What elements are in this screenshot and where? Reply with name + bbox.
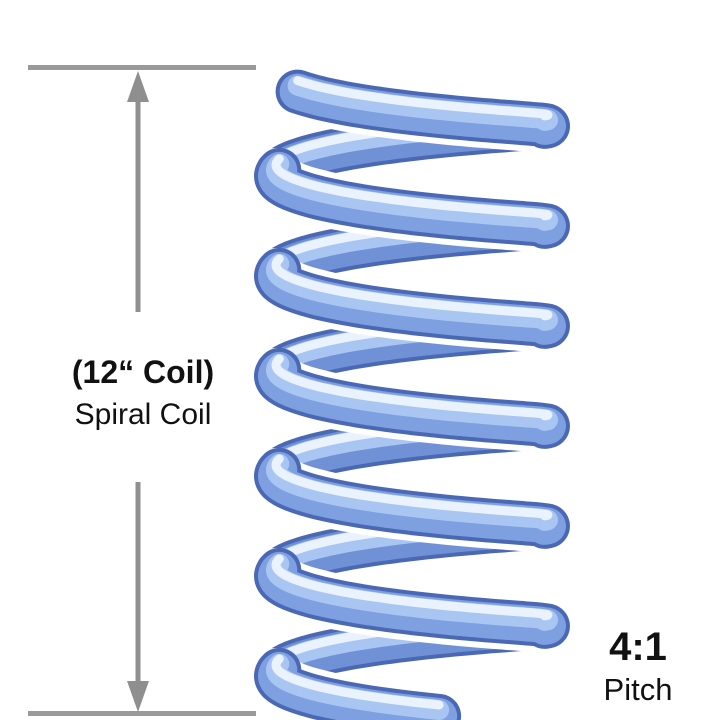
down-arrowhead-icon [127,681,149,712]
up-arrowhead-icon [127,71,149,102]
coil-dimension-label: (12“ Coil) Spiral Coil [20,350,266,436]
pitch-label: 4:1 Pitch [573,624,703,710]
pitch-ratio-text: 4:1 [609,625,667,669]
pitch-text: Pitch [603,672,673,707]
coil-size-text: (12“ Coil) [71,354,215,390]
top-reference-line [28,65,256,70]
bottom-reference-line [28,711,256,716]
coil-type-text: Spiral Coil [74,398,212,431]
